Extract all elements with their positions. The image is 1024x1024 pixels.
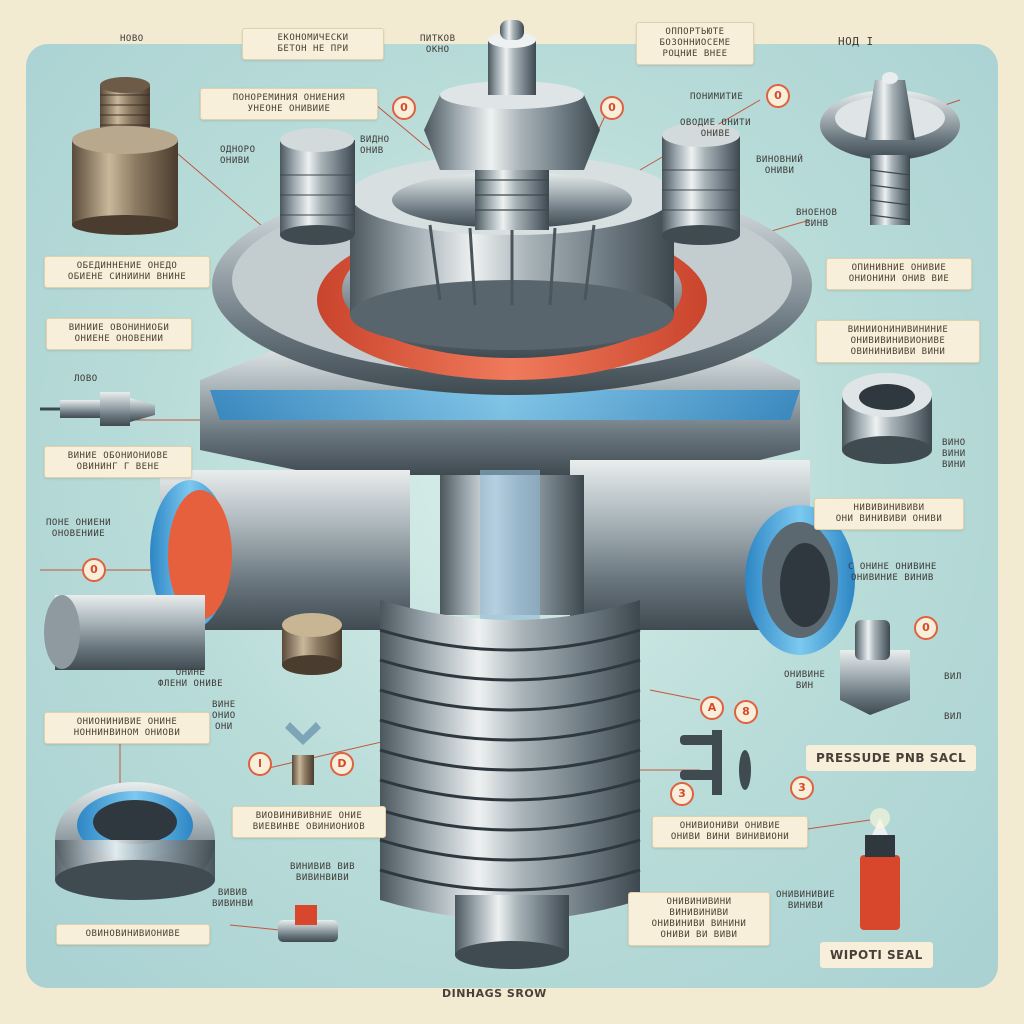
small-valve-bottom <box>278 905 338 942</box>
label-left-tag-2: ВИНЕ ОНИО ОНИ <box>212 700 236 732</box>
label-lower-center-tag-2: ВИВИВ ВИВИНВИ <box>212 888 254 909</box>
label-left-5: ОНИОНИНИВИЕ ОНИНЕ НОННИНВИНОМ ОНИОВИ <box>44 712 210 744</box>
label-right-f: ВИЛ <box>944 712 962 722</box>
badge-l: l <box>248 752 272 776</box>
spark-plug-small <box>40 392 155 426</box>
badge-6: 3 <box>790 776 814 800</box>
flange-cap-left <box>280 128 355 245</box>
badge-5: 3 <box>670 782 694 806</box>
label-right-c: ВИНО ВИНИ ВИНИ <box>942 438 966 470</box>
footer-title: DINHAGS SROW <box>442 987 547 1000</box>
bellows <box>379 470 641 969</box>
label-right-1: ОПИНИВНИЕ ОНИВИЕ ОНИОНИНИ ОНИВ ВИЕ <box>826 258 972 290</box>
small-wing-valve <box>285 722 321 785</box>
label-right-2: ВИНИИОНИНИВИНИНИЕ ОНИВИВИНИВИОНИВЕ ОВИНИ… <box>816 320 980 363</box>
label-left-small: ЛОВО <box>74 374 98 384</box>
label-top-right-corner: НОД I <box>838 35 874 48</box>
left-pipe <box>44 470 410 670</box>
badge-1: 0 <box>392 96 416 120</box>
top-right-funnel-bolt <box>820 72 960 225</box>
label-center-lower-right: ОНИВИОНИВИ ОНИВИЕ ОНИВИ ВИНИ ВИНИВИОНИ <box>652 816 808 848</box>
label-pressure-seal: PRESSUDE PNB SACL <box>806 745 977 771</box>
label-wipe-seal: WIPOTI SEAL <box>820 942 933 968</box>
flange-cap-right <box>662 123 740 245</box>
label-mid-right: ОНИВИНЕ ВИН <box>784 670 826 691</box>
badge-a: A <box>700 696 724 720</box>
badge-b: 8 <box>734 700 758 724</box>
main-valve <box>200 20 812 475</box>
label-left-4: ПОНЕ ОНИЕНИ ОНОВЕНИИЕ <box>46 518 112 539</box>
label-top-right: ОППОРТЬЮТЕ БОЗОННИОСЕМЕ РОЦНИЕ ВНЕЕ <box>636 22 754 65</box>
label-right-a: ВИНОВНИЙ ОНИВИ <box>756 155 804 176</box>
badge-3: 0 <box>766 84 790 108</box>
badge-4: 0 <box>82 558 106 582</box>
label-right-d: С ОНИНЕ ОНИВИНЕ ОНИВИНИЕ ВИНИВ <box>848 562 937 583</box>
label-lower-center: ВИОВИНИВИВНИЕ ОНИЕ ВИЕВИНВЕ ОВИНИОНИОВ <box>232 806 386 838</box>
right-ring <box>842 373 932 464</box>
label-right-e: ВИЛ <box>944 672 962 682</box>
label-upper-left: ПОНОРЕМИНИЯ ОНИЕНИЯ УНЕОНЕ ОНИВИИЕ <box>200 88 378 120</box>
badge-2: 0 <box>600 96 624 120</box>
label-left-3: ВИНИЕ ОБОНИОНИОВЕ ОВИНИНГ Г ВЕНЕ <box>44 446 192 478</box>
label-upper-mid: ОДНОРО ОНИВИ <box>220 145 256 166</box>
label-right-3: НИВИВИНИВИВИ ОНИ ВИНИВИВИ ОНИВИ <box>814 498 964 530</box>
seal-bottle <box>860 808 900 930</box>
label-upper-right: ПОНИМИТИЕ <box>690 92 744 102</box>
right-clamp <box>840 620 910 715</box>
label-bottom-right-tag: ОНИВИНИВИЕ ВИНИВИ <box>776 890 836 911</box>
label-upper-mid-2: ВИДНО ОНИВ <box>360 135 390 156</box>
label-left-2: ВИНИИЕ ОВОНИНИОБИ ОНИЕНЕ ОНОВЕНИИ <box>46 318 192 350</box>
label-lower-left: ОВИНОВИНИВИОНИВЕ <box>56 924 210 945</box>
top-left-fitting <box>72 77 178 235</box>
label-bottom-right: ОНИВИНИВИНИ ВИНИВИНИВИ ОНИВИНИВИ ВИНИНИ … <box>628 892 770 946</box>
label-left-tag-1: ОНИНЕ ФЛЕНИ ОНИВЕ <box>158 668 224 689</box>
right-pipe <box>570 460 855 655</box>
label-top-center-small: ПИТКОВ ОКНО <box>420 34 456 55</box>
badge-d: D <box>330 752 354 776</box>
label-right-b: ВНОЕНОВ ВИНВ <box>796 208 838 229</box>
badge-7: 0 <box>914 616 938 640</box>
label-top-center: ЕКОНОМИЧЕСКИ БЕТОН НЕ ПРИ <box>242 28 384 60</box>
lower-left-ring <box>55 782 215 900</box>
label-upper-right-2: ОВОДИЕ ОНИТИ ОНИВЕ <box>680 118 752 139</box>
label-top-left: НОВО <box>120 34 144 44</box>
tap-handles <box>680 730 751 795</box>
small-knob <box>282 613 342 675</box>
label-lower-center-tag: ВИНИВИВ ВИВ ВИВИНВИВИ <box>290 862 356 883</box>
label-left-1: ОБЕДИННЕНИЕ ОНЕДО ОБИЕНЕ СИНИИНИ ВНИНЕ <box>44 256 210 288</box>
